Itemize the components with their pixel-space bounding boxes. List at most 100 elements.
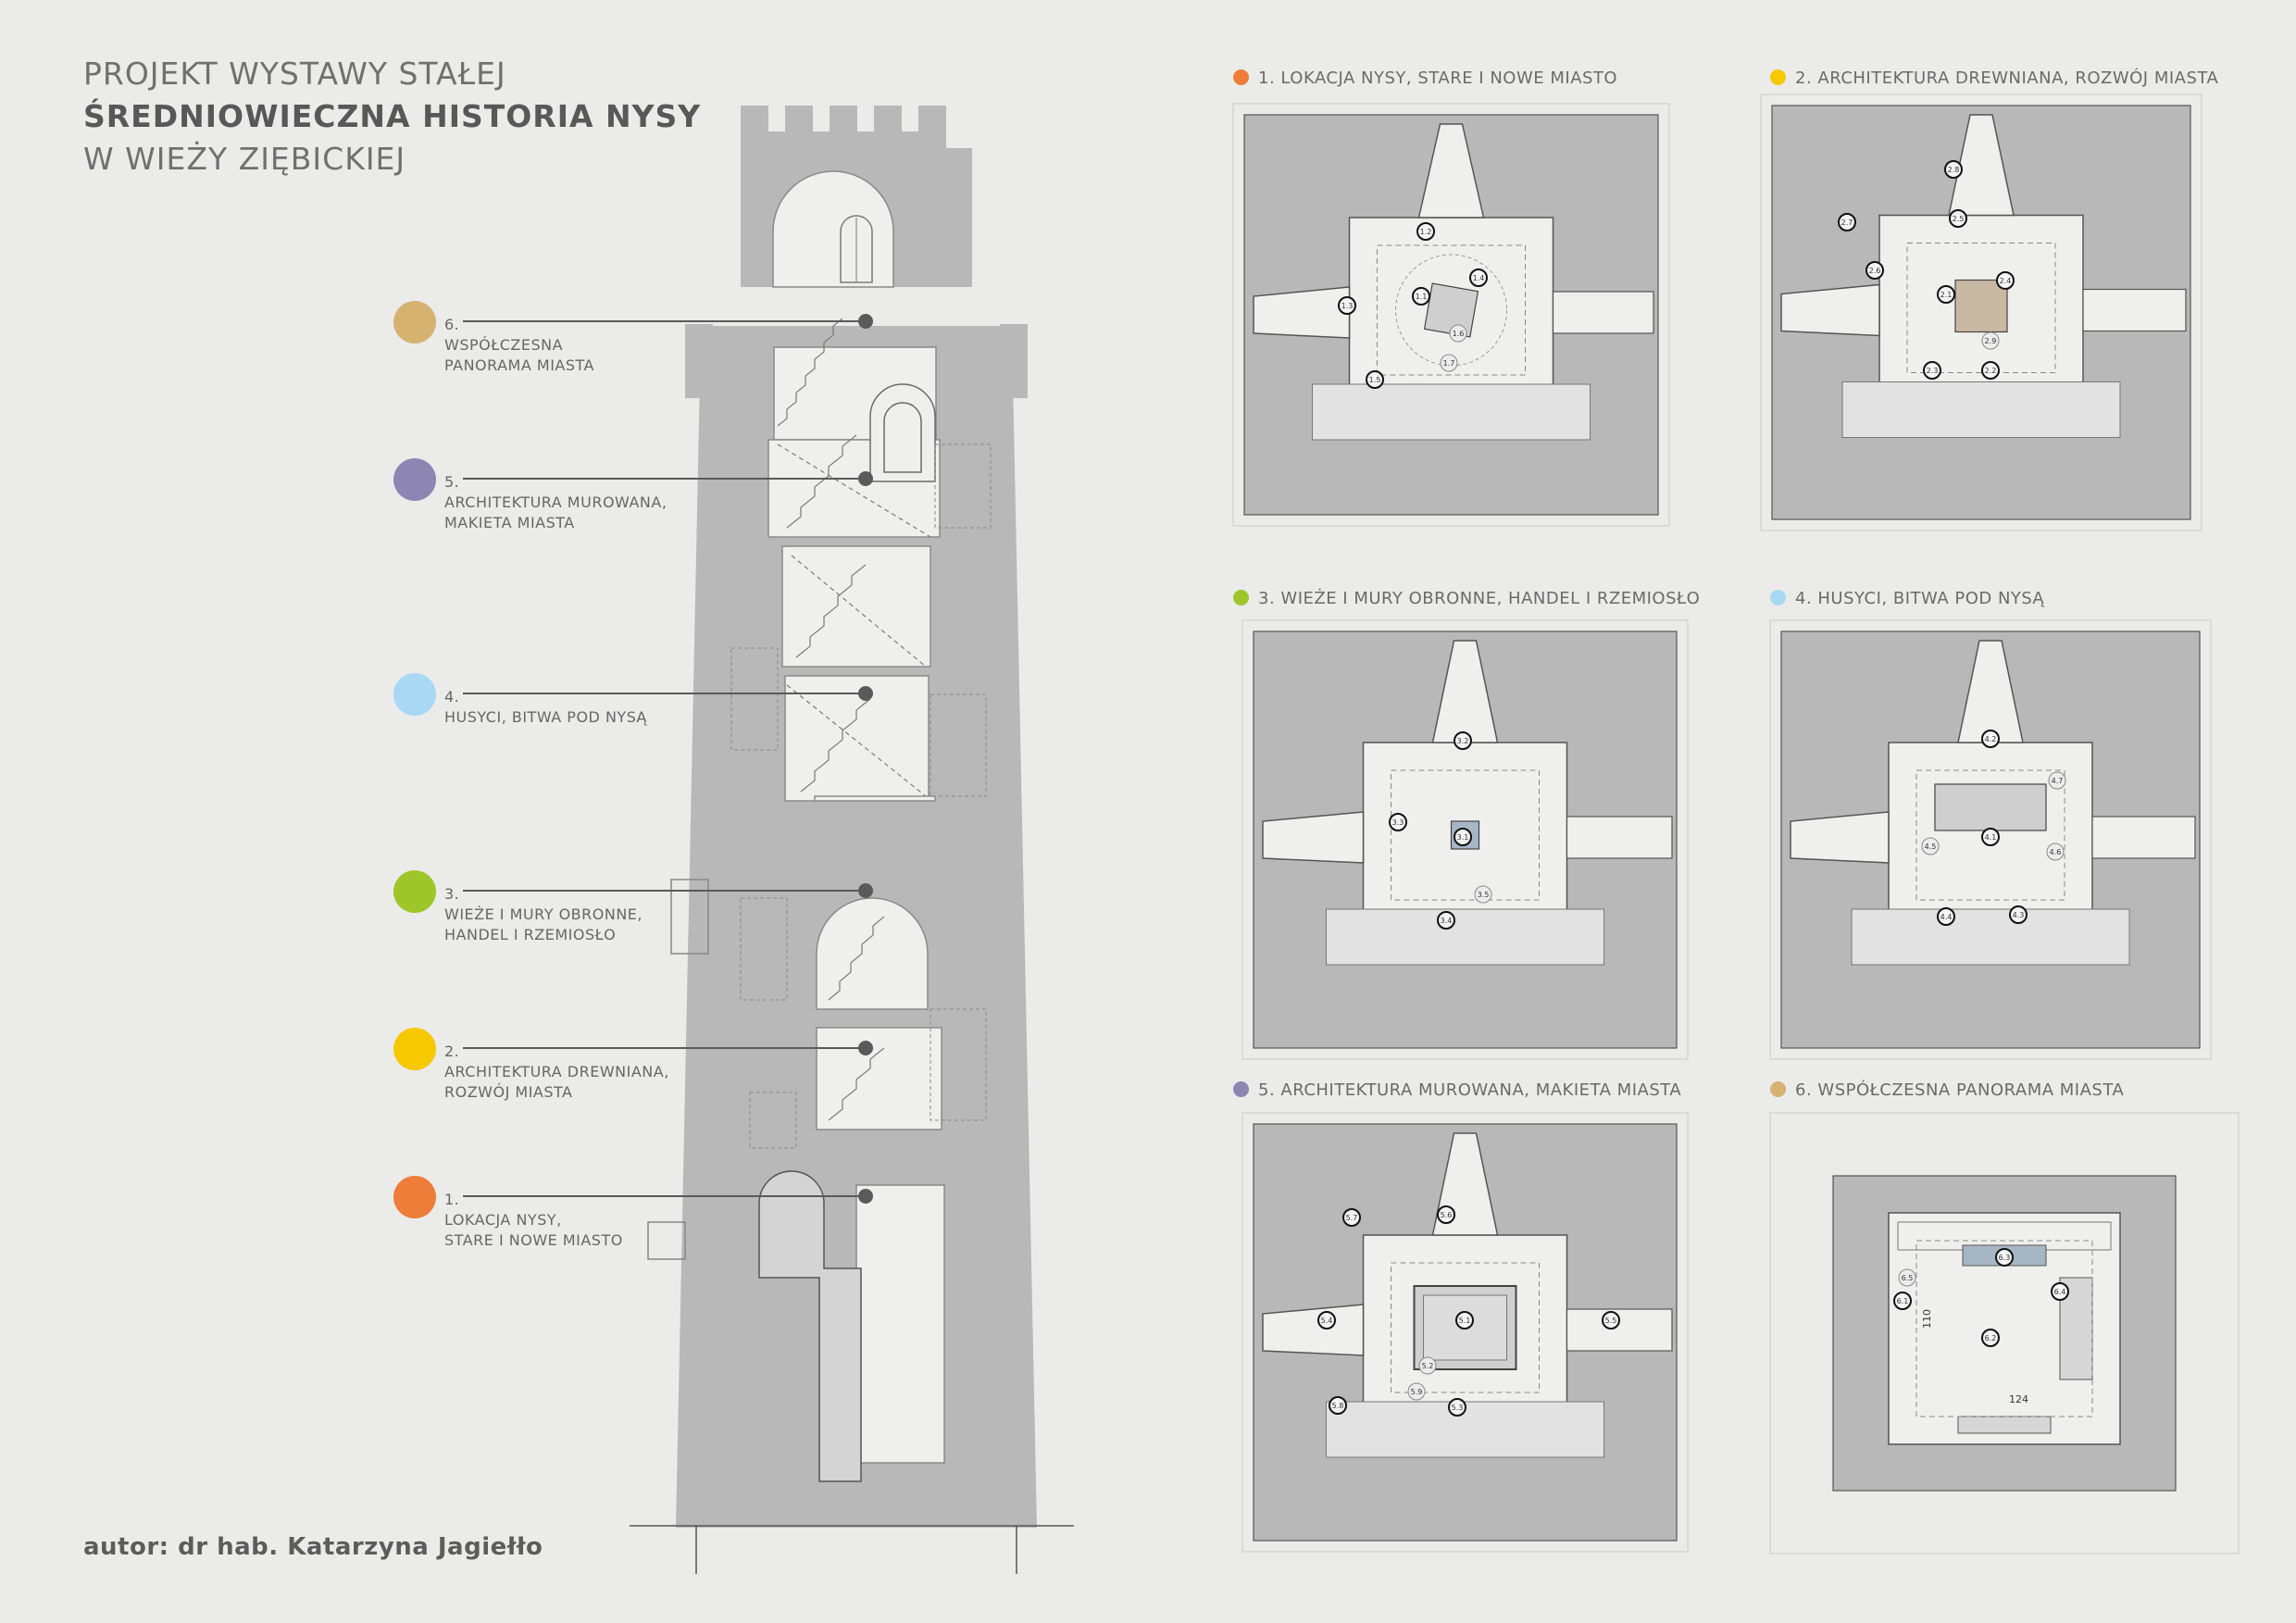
- plan-marker-label: 1.2: [1420, 228, 1432, 236]
- plan-marker-label: 1.3: [1341, 302, 1354, 310]
- plan-color-dot: [1233, 590, 1249, 606]
- legend-dot-6: [393, 301, 436, 343]
- plan-marker-label: 3.1: [1457, 833, 1469, 842]
- legend-line-b: STARE I NOWE MIASTO: [444, 1231, 623, 1249]
- plan-dimension-height: 110: [1921, 1309, 1933, 1329]
- plan-north-niche: [1431, 640, 1499, 743]
- plan-corridor: [1326, 908, 1604, 966]
- plan-marker-label: 4.7: [2052, 777, 2064, 785]
- legend-line-b: PANORAMA MIASTA: [444, 356, 594, 374]
- plan-marker-label: 4.3: [2013, 911, 2025, 919]
- plan-marker-label: 2.3: [1927, 367, 1939, 375]
- plan-marker-label: 2.6: [1869, 267, 1881, 275]
- legend-leader-end: [858, 686, 873, 701]
- plan-north-niche: [1417, 123, 1485, 218]
- plan-marker-label: 5.2: [1422, 1362, 1434, 1370]
- plan-west-niche: [1253, 286, 1351, 339]
- plan-marker-label: 3.3: [1392, 818, 1404, 827]
- legend-leader-line: [463, 693, 866, 694]
- legend-label-3: 3.WIEŻE I MURY OBRONNE,HANDEL I RZEMIOSŁ…: [444, 884, 643, 945]
- plan-marker-5.4: [1317, 1311, 1336, 1330]
- plan-marker-2.3: [1923, 361, 1941, 380]
- plan-marker-label: 4.2: [1985, 735, 1997, 743]
- plan-marker-label: 4.6: [2050, 848, 2062, 856]
- plan-marker-1.7: [1440, 354, 1458, 372]
- plan-title-4: 4. HUSYCI, BITWA POD NYSĄ: [1770, 589, 2044, 608]
- plan-marker-label: 2.5: [1953, 215, 1965, 223]
- plan-title-1: 1. LOKACJA NYSY, STARE I NOWE MIASTO: [1233, 69, 1617, 88]
- legend-dot-5: [393, 458, 436, 501]
- plan-marker-label: 1.5: [1369, 376, 1381, 384]
- plan-marker-label: 2.1: [1940, 291, 1953, 299]
- plan-frame: [1242, 1112, 1689, 1553]
- plan-west-niche: [1262, 811, 1365, 864]
- plan-frame: [1232, 103, 1670, 527]
- plan-display-outline: [1915, 769, 2065, 901]
- legend-leader-end: [858, 314, 873, 329]
- plan-marker-label: 5.5: [1605, 1317, 1617, 1325]
- plan-marker-5.9: [1407, 1382, 1426, 1401]
- plan-east-passage: [2091, 816, 2196, 859]
- plan-marker-label: 4.5: [1925, 843, 1937, 851]
- legend-line-b: MAKIETA MIASTA: [444, 514, 575, 531]
- plan-marker-4.6: [2046, 843, 2065, 861]
- plan-marker-label: 2.7: [1841, 218, 1853, 227]
- plan-marker-1.1: [1412, 287, 1430, 306]
- legend-label-2: 2.ARCHITEKTURA DREWNIANA,ROZWÓJ MIASTA: [444, 1042, 669, 1103]
- stair-lines: [777, 318, 931, 1121]
- plan-marker-4.1: [1981, 828, 2000, 846]
- plan-marker-5.1: [1455, 1311, 1474, 1330]
- plan-marker-5.3: [1448, 1398, 1466, 1417]
- plan-west-niche: [1780, 283, 1880, 337]
- plan-marker-label: 5.1: [1459, 1317, 1471, 1325]
- plan-marker-2.2: [1981, 361, 2000, 380]
- plan-exhibit: [1954, 279, 2008, 333]
- plan-marker-2.1: [1937, 285, 1955, 304]
- plan-title-text: 6. WSPÓŁCZESNA PANORAMA MIASTA: [1795, 1080, 2125, 1100]
- plan-marker-label: 2.9: [1985, 337, 1997, 345]
- legend-number: 4.: [444, 688, 460, 705]
- plan-marker-6.1: [1893, 1292, 1912, 1310]
- plan-color-dot: [1770, 590, 1786, 606]
- title-line-3: W WIEŻY ZIĘBICKIEJ: [83, 141, 406, 177]
- plan-exhibit: [1934, 783, 2047, 831]
- legend-number: 5.: [444, 473, 460, 491]
- plan-marker-3.1: [1454, 828, 1472, 846]
- plan-frame: [1760, 94, 2202, 531]
- legend-line-a: WIEŻE I MURY OBRONNE,: [444, 905, 643, 923]
- plan-title-5: 5. ARCHITEKTURA MUROWANA, MAKIETA MIASTA: [1233, 1080, 1681, 1100]
- plan-marker-3.3: [1389, 813, 1407, 831]
- plan-marker-2.9: [1981, 331, 2000, 350]
- tower-section-drawing: [630, 106, 1074, 1574]
- plan-west-niche: [1262, 1304, 1365, 1356]
- legend-line-a: ARCHITEKTURA DREWNIANA,: [444, 1063, 669, 1080]
- plan-marker-4.2: [1981, 730, 2000, 748]
- plan-marker-5.2: [1418, 1356, 1437, 1375]
- legend-leader-line: [463, 320, 866, 322]
- legend-line-a: WSPÓŁCZESNA: [444, 336, 564, 354]
- plan-marker-2.4: [1996, 271, 2015, 290]
- plan-color-dot: [1233, 69, 1249, 85]
- plan-marker-label: 4.1: [1985, 833, 1997, 842]
- legend-dot-3: [393, 870, 436, 913]
- plan-north-niche: [1948, 114, 2015, 217]
- plan-east-passage: [1566, 1308, 1673, 1352]
- legend-dot-2: [393, 1028, 436, 1070]
- plan-marker-label: 2.4: [2000, 277, 2012, 285]
- floor-plan-3: 3.13.23.33.43.5: [1242, 619, 1689, 1060]
- plan-frame: [1769, 619, 2212, 1060]
- plan-display-outline: [1377, 244, 1526, 376]
- legend-leader-line: [463, 1047, 866, 1049]
- legend-dot-1: [393, 1176, 436, 1218]
- plan-marker-6.5: [1898, 1268, 1916, 1287]
- plan-color-dot: [1770, 69, 1786, 85]
- plan-marker-5.5: [1602, 1311, 1620, 1330]
- legend-leader-line: [463, 1195, 866, 1197]
- plan-marker-6.4: [2051, 1282, 2069, 1301]
- plan-east-passage: [1566, 816, 1673, 859]
- plan-marker-1.3: [1338, 296, 1356, 315]
- plan-marker-label: 5.9: [1411, 1388, 1423, 1396]
- plan-frame: [1242, 619, 1689, 1060]
- plan-marker-3.4: [1437, 911, 1455, 930]
